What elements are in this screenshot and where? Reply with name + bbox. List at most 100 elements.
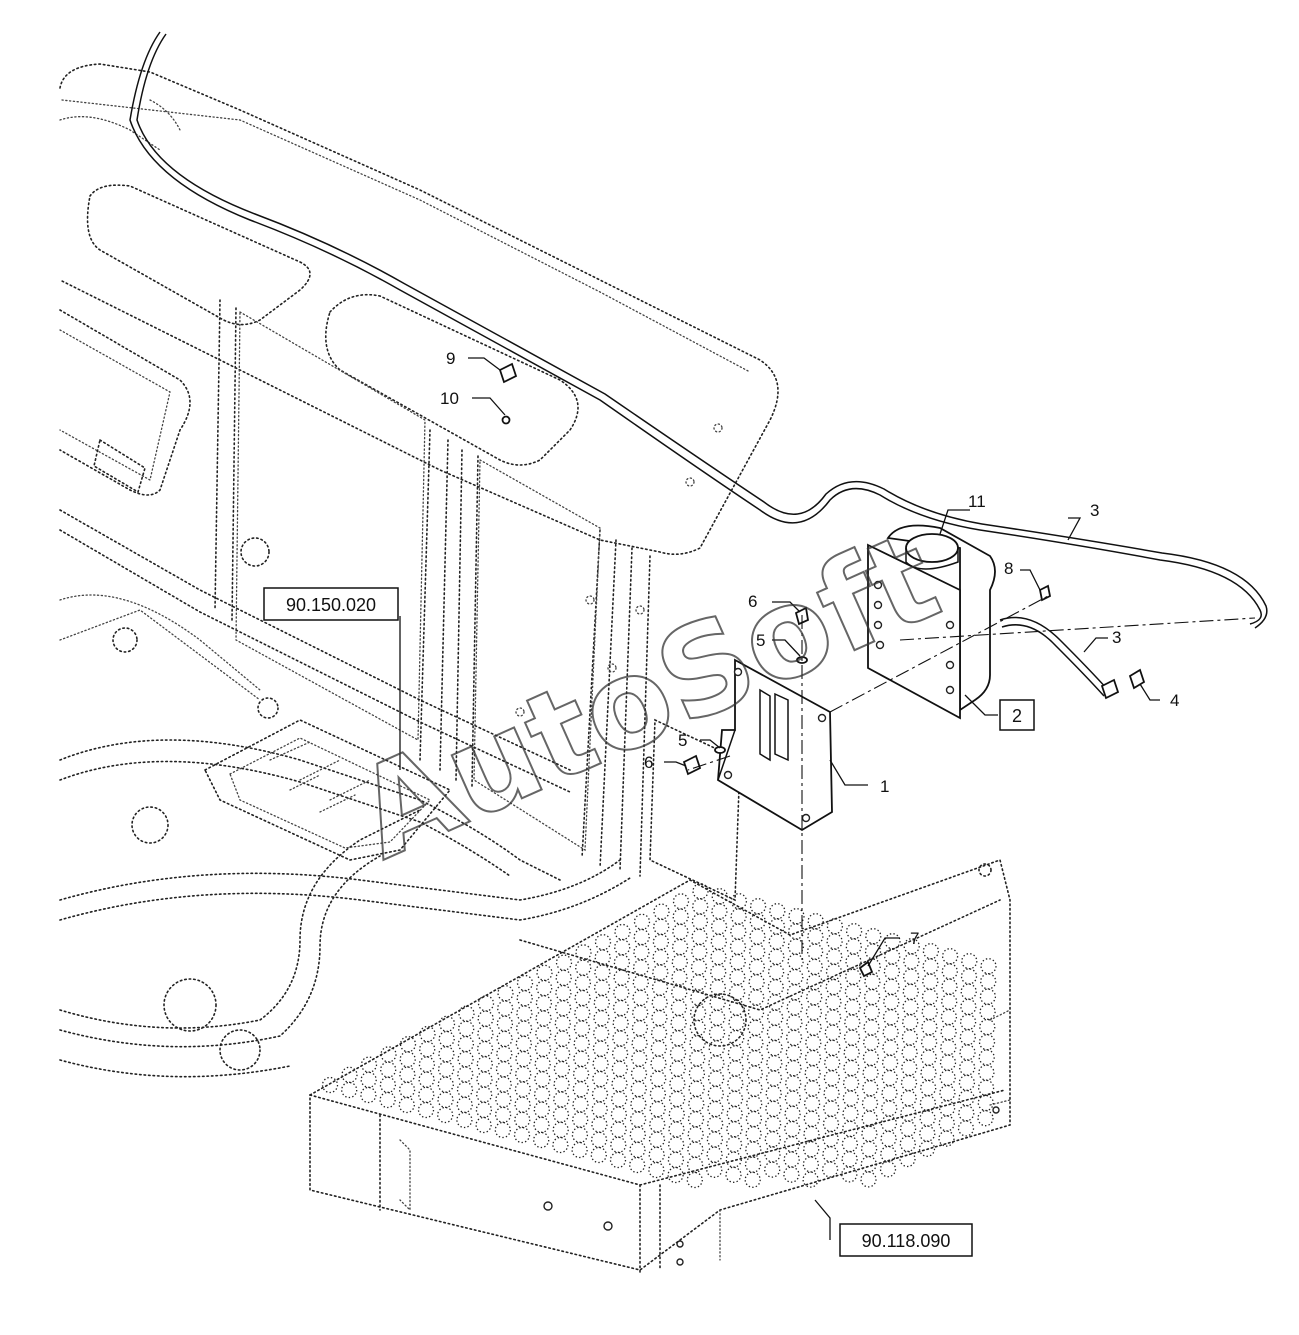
tread-perforation (806, 958, 823, 975)
tread-perforation (671, 969, 688, 986)
tread-perforation (881, 1069, 898, 1087)
tread-perforation (728, 999, 745, 1016)
tread-perforation (632, 989, 649, 1006)
tread-perforation (571, 1141, 588, 1159)
tread-perforation (496, 1015, 514, 1032)
tread-perforation (573, 1035, 590, 1052)
tread-perforation (861, 1110, 878, 1127)
tread-perforation (613, 969, 630, 986)
tread-perforation (513, 1126, 531, 1144)
tread-perforation (841, 1151, 858, 1168)
tread-perforation (747, 1004, 765, 1021)
tread-perforation (919, 1125, 936, 1142)
tread-perforation (730, 923, 747, 940)
tread-perforation (591, 1086, 609, 1103)
tread-perforation (690, 959, 708, 976)
tread-perforation (689, 1050, 706, 1067)
tread-perforation (670, 999, 688, 1016)
tread-perforation (553, 1060, 571, 1078)
tread-perforation (609, 1151, 627, 1169)
tread-perforation (788, 908, 805, 925)
tread-perforation (651, 979, 669, 996)
tread-perforation (940, 1008, 958, 1026)
tread-perforation (807, 913, 824, 930)
tread-perforation (843, 1029, 861, 1046)
tread-perforation (977, 1094, 994, 1112)
tread-perforation (768, 948, 785, 965)
tread-perforation (711, 903, 728, 920)
callout-6-upper: 6 (748, 592, 757, 611)
tread-perforation (633, 944, 650, 961)
tread-perforation (670, 1030, 687, 1047)
tread-perforation (749, 943, 766, 960)
tread-perforation (710, 964, 727, 981)
tread-perforation (786, 1014, 803, 1031)
tread-perforation (765, 1085, 782, 1102)
tread-perforation (399, 1066, 416, 1083)
tread-perforation (649, 1085, 667, 1103)
tread-perforation (380, 1061, 397, 1078)
tread-perforation (918, 1140, 936, 1157)
clip-part-9 (498, 362, 518, 384)
tread-perforation (592, 1055, 609, 1072)
tread-perforation (939, 1069, 956, 1086)
tread-perforation (456, 1111, 473, 1129)
washer-part-5-lower (714, 746, 726, 754)
tread-perforation (841, 1166, 858, 1183)
tread-perforation (629, 1141, 646, 1158)
tread-perforation (784, 1120, 801, 1138)
tread-perforation (784, 1105, 801, 1122)
tread-perforation (458, 1005, 475, 1022)
tread-perforation (960, 968, 978, 985)
tread-perforation (379, 1091, 396, 1109)
tread-perforation (591, 1101, 608, 1118)
tread-perforation (746, 1080, 763, 1097)
tread-perforation (552, 1106, 570, 1123)
tread-perforation (709, 979, 727, 996)
tread-perforation (477, 995, 495, 1012)
tread-perforation (709, 1009, 726, 1026)
tread-perforation (496, 1030, 513, 1047)
tread-perforation (688, 1065, 706, 1082)
washer-hose (129, 31, 1268, 700)
tread-perforation (822, 1115, 840, 1132)
tread-perforation (728, 1029, 745, 1047)
tread-perforation (958, 1105, 975, 1122)
tread-perforation (825, 963, 843, 980)
tread-perforation (882, 1024, 899, 1041)
tread-perforation (495, 1061, 513, 1078)
tread-perforation (979, 1003, 996, 1020)
tread-perforation (882, 1009, 900, 1026)
tread-perforation (802, 1156, 820, 1173)
tread-perforation (745, 1141, 762, 1158)
callout-1: 1 (880, 777, 889, 796)
tread-perforation (730, 908, 747, 925)
tread-perforation (516, 1005, 533, 1022)
callout-2-box: 2 (999, 699, 1035, 731)
tread-perforation (960, 998, 977, 1015)
tread-perforation (902, 1014, 919, 1031)
tread-perforation (688, 1080, 705, 1097)
tread-perforation (632, 1004, 649, 1022)
tread-perforation (552, 1136, 569, 1154)
tread-pattern (321, 883, 997, 1189)
nut-part-8 (1038, 584, 1052, 602)
tread-perforation (824, 1009, 842, 1026)
tread-perforation (573, 1050, 590, 1067)
tread-perforation (669, 1060, 686, 1077)
tread-perforation (494, 1121, 511, 1139)
tread-perforation (902, 998, 919, 1016)
tread-perforation (536, 979, 553, 997)
tread-perforation (822, 1130, 839, 1148)
tread-perforation (939, 1084, 956, 1102)
tread-perforation (883, 963, 901, 980)
tread-perforation (629, 1156, 646, 1174)
tread-perforation (477, 1010, 494, 1027)
tread-perforation (535, 995, 553, 1012)
tread-perforation (575, 944, 592, 961)
tread-perforation (749, 913, 766, 930)
tread-perforation (691, 913, 709, 930)
tread-perforation (706, 1161, 723, 1178)
tread-perforation (941, 963, 958, 980)
tread-perforation (514, 1096, 531, 1113)
